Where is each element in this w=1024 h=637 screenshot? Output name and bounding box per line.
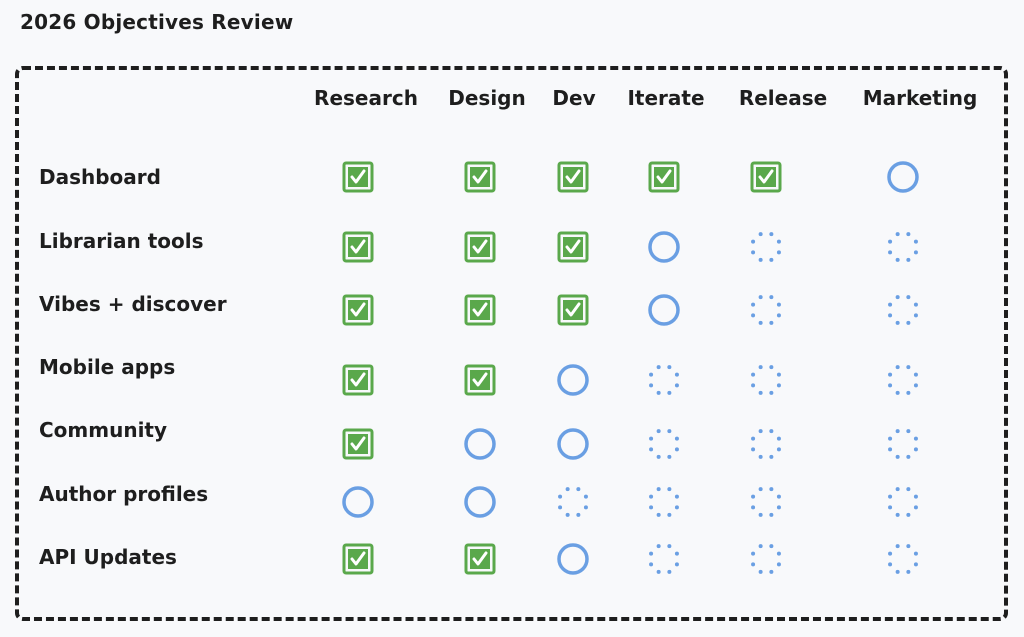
row-label-mobile-apps: Mobile apps [39,355,176,379]
checkbox-checked-icon [341,230,375,264]
dotted-circle-icon [749,542,783,576]
row-label-vibes-discover: Vibes + discover [39,292,227,316]
checkbox-checked-icon [463,293,497,327]
checkbox-checked-icon [341,293,375,327]
dotted-circle-icon [749,485,783,519]
row-label-dashboard: Dashboard [39,165,161,189]
circle-icon [647,230,681,264]
dotted-circle-icon [647,427,681,461]
checkbox-checked-icon [341,363,375,397]
page-title: 2026 Objectives Review [20,10,294,34]
dotted-circle-icon [556,485,590,519]
checkbox-checked-icon [463,542,497,576]
checkbox-checked-icon [463,230,497,264]
dotted-circle-icon [886,230,920,264]
checkbox-checked-icon [749,160,783,194]
checkbox-checked-icon [556,293,590,327]
circle-icon [886,160,920,194]
dotted-circle-icon [886,485,920,519]
row-label-community: Community [39,418,168,442]
checkbox-checked-icon [556,230,590,264]
checkbox-checked-icon [341,542,375,576]
circle-icon [556,363,590,397]
circle-icon [463,485,497,519]
checkbox-checked-icon [556,160,590,194]
circle-icon [341,485,375,519]
dotted-circle-icon [647,363,681,397]
dotted-circle-icon [749,230,783,264]
row-label-author-profiles: Author profiles [39,482,209,506]
column-header-release: Release [738,86,828,110]
dotted-circle-icon [647,542,681,576]
checkbox-checked-icon [647,160,681,194]
dotted-circle-icon [749,427,783,461]
column-header-dev: Dev [552,86,596,110]
circle-icon [647,293,681,327]
column-header-design: Design [448,86,526,110]
dotted-circle-icon [749,363,783,397]
checkbox-checked-icon [463,363,497,397]
dotted-circle-icon [886,427,920,461]
dotted-circle-icon [886,293,920,327]
circle-icon [463,427,497,461]
dashed-frame [15,66,1008,621]
checkbox-checked-icon [463,160,497,194]
row-label-librarian-tools: Librarian tools [39,229,204,253]
checkbox-checked-icon [341,427,375,461]
dotted-circle-icon [886,542,920,576]
dotted-circle-icon [647,485,681,519]
dotted-circle-icon [749,293,783,327]
circle-icon [556,427,590,461]
column-header-research: Research [314,86,418,110]
row-label-api-updates: API Updates [39,545,177,569]
column-header-marketing: Marketing [862,86,978,110]
dotted-circle-icon [886,363,920,397]
checkbox-checked-icon [341,160,375,194]
column-header-iterate: Iterate [627,86,705,110]
circle-icon [556,542,590,576]
